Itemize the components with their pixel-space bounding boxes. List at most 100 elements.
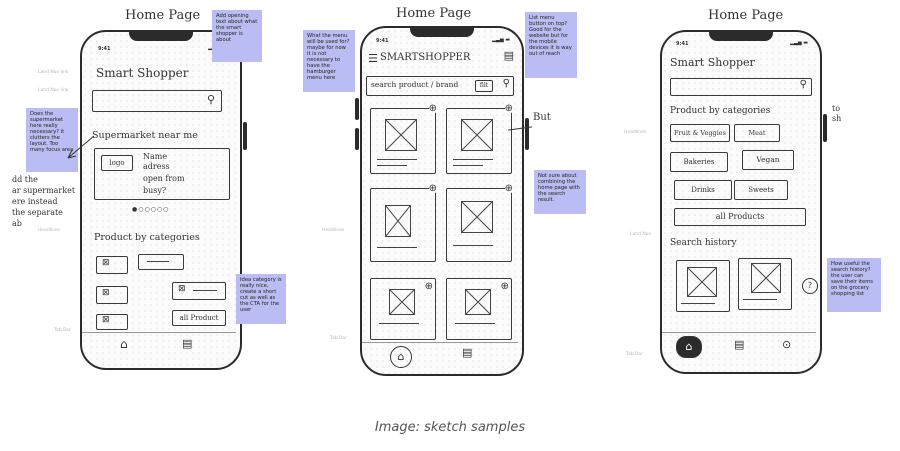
history-item[interactable] <box>676 260 730 312</box>
all-products-button[interactable]: all Product <box>172 310 226 326</box>
all-products-button[interactable]: all Products <box>674 208 806 226</box>
search-icon[interactable]: ⚲ <box>502 78 510 89</box>
signal-icon: ▂▃▅ ▬ <box>790 40 808 46</box>
hamburger-menu-icon[interactable]: ☰ <box>368 52 378 65</box>
section-search-history: Search history <box>670 238 737 248</box>
power-button <box>823 114 827 142</box>
sketch1-title: Home Page <box>125 8 201 23</box>
product-card[interactable]: ⊕ <box>370 278 436 340</box>
app-name: Smart Shopper <box>96 66 189 80</box>
question-icon[interactable]: ? <box>802 278 818 294</box>
status-time: 9:41 <box>98 46 111 52</box>
category-chip[interactable]: Bakeries <box>670 152 728 172</box>
store-line-1: Name <box>143 152 168 161</box>
note-hamburger-menu: What the menu will be used for? maybe fo… <box>303 30 355 92</box>
phone-notch <box>410 26 474 37</box>
phone-notch <box>129 30 193 41</box>
image-icon: ⊠ <box>102 288 110 298</box>
store-line-3: open from <box>143 174 185 183</box>
search-icon[interactable]: ⚲ <box>799 79 807 90</box>
phone-notch <box>709 30 773 41</box>
section-supermarket: Supermarket near me <box>92 130 198 141</box>
product-card[interactable]: ⊕ <box>446 183 513 262</box>
home-icon[interactable]: ⌂ <box>390 346 412 368</box>
status-time: 9:41 <box>376 38 389 44</box>
ghost-label: Headlines <box>624 130 647 135</box>
signal-icon: ▂▃▅ ▬ <box>492 37 510 43</box>
add-icon[interactable]: ⊕ <box>428 103 437 114</box>
status-time: 9:41 <box>676 41 689 47</box>
category-item[interactable]: ⊠ <box>96 256 128 274</box>
history-item[interactable] <box>738 258 792 310</box>
side-note-2: But <box>533 112 551 123</box>
product-card[interactable]: ⊕ <box>446 103 513 174</box>
sketch1-phone: 9:41 ▂▃▅ ▬ Smart Shopper ⚲ Supermarket n… <box>80 30 247 370</box>
category-item[interactable] <box>138 254 184 270</box>
supermarket-card[interactable]: logo Name adress open from busy? <box>94 148 230 200</box>
section-categories: Product by categories <box>670 106 771 116</box>
sketch2-phone: 9:41 ▂▃▅ ▬ ☰ SMARTSHOPPER ▤ search produ… <box>355 26 529 376</box>
list-icon[interactable]: ▤ <box>462 346 473 359</box>
product-card[interactable]: ⊕ <box>370 103 437 174</box>
location-pin-icon[interactable]: ⊙ <box>782 338 792 351</box>
category-chip[interactable]: Sweets <box>734 180 788 200</box>
category-item[interactable]: ⊠ <box>96 314 128 330</box>
add-icon[interactable]: ⊕ <box>504 183 513 194</box>
home-icon[interactable]: ⌂ <box>676 336 702 358</box>
search-input[interactable]: ⚲ <box>670 78 812 96</box>
figure-caption: Image: sketch samples <box>374 420 526 435</box>
category-chip[interactable]: Drinks <box>674 180 732 200</box>
list-icon[interactable]: ▤ <box>734 338 745 351</box>
image-icon: ⊠ <box>102 315 110 325</box>
volume-button <box>355 128 359 150</box>
sketch2-title: Home Page <box>396 6 472 21</box>
ghost-label: Tab Bar <box>626 352 643 357</box>
sketch3-phone: 9:41 ▂▃▅ ▬ Smart Shopper ⚲ Product by ca… <box>660 30 827 374</box>
power-button <box>525 118 529 150</box>
note-supermarket: Does the supermarket here really necessa… <box>26 108 78 172</box>
ghost-label: Tab Bar <box>330 336 347 341</box>
image-icon: ⊠ <box>178 284 186 294</box>
ghost-label: Headlines <box>322 228 345 233</box>
app-name: SMARTSHOPPER <box>380 52 471 63</box>
image-icon: ⊠ <box>102 258 110 268</box>
logo-placeholder: logo <box>101 155 133 171</box>
add-icon[interactable]: ⊕ <box>428 183 437 194</box>
search-icon[interactable]: ⚲ <box>206 93 215 106</box>
note-category: Idea category is really nice, create a s… <box>236 274 286 324</box>
sketch3-title: Home Page <box>708 8 784 23</box>
home-icon[interactable]: ⌂ <box>120 337 128 351</box>
volume-button <box>355 98 359 120</box>
ghost-label: Tab Bar <box>54 328 71 333</box>
ghost-label: Land Nav link <box>38 88 69 93</box>
category-item[interactable]: ⊠ <box>96 286 128 304</box>
app-name: Smart Shopper <box>670 56 755 69</box>
pointer-arrow <box>67 135 95 159</box>
category-chip[interactable]: Vegan <box>742 150 794 170</box>
note-opening-text: Add opening text about what the smart sh… <box>212 10 262 62</box>
product-card[interactable]: ⊕ <box>446 278 512 340</box>
list-icon[interactable]: ▤ <box>182 337 193 350</box>
search-input[interactable]: search product / brand filt ⚲ <box>366 76 514 96</box>
note-search-history: How useful the search history? the user … <box>827 258 881 312</box>
section-categories: Product by categories <box>94 232 200 243</box>
search-input[interactable]: ⚲ <box>92 90 222 112</box>
add-icon[interactable]: ⊕ <box>500 281 509 292</box>
ghost-label: Land Nav link <box>38 70 69 75</box>
filter-button[interactable]: filt <box>475 80 493 92</box>
note-list-menu: List menu button on top? Good for the we… <box>525 12 577 78</box>
category-chip[interactable]: Fruit & Veggies <box>670 124 730 142</box>
list-menu-icon[interactable]: ▤ <box>503 49 514 62</box>
note-search-result: Not sure about combining the home page w… <box>534 170 586 214</box>
ghost-label: Headlines <box>38 228 61 233</box>
carousel-dots[interactable]: ●○○○○○ <box>132 206 170 213</box>
store-line-4: busy? <box>143 186 167 195</box>
product-card[interactable]: ⊕ <box>370 183 437 262</box>
category-chip[interactable]: Meat <box>734 124 780 142</box>
add-icon[interactable]: ⊕ <box>504 103 513 114</box>
ghost-label: Land Nav <box>630 232 652 237</box>
add-icon[interactable]: ⊕ <box>424 281 433 292</box>
category-item[interactable]: ⊠ <box>172 282 226 300</box>
